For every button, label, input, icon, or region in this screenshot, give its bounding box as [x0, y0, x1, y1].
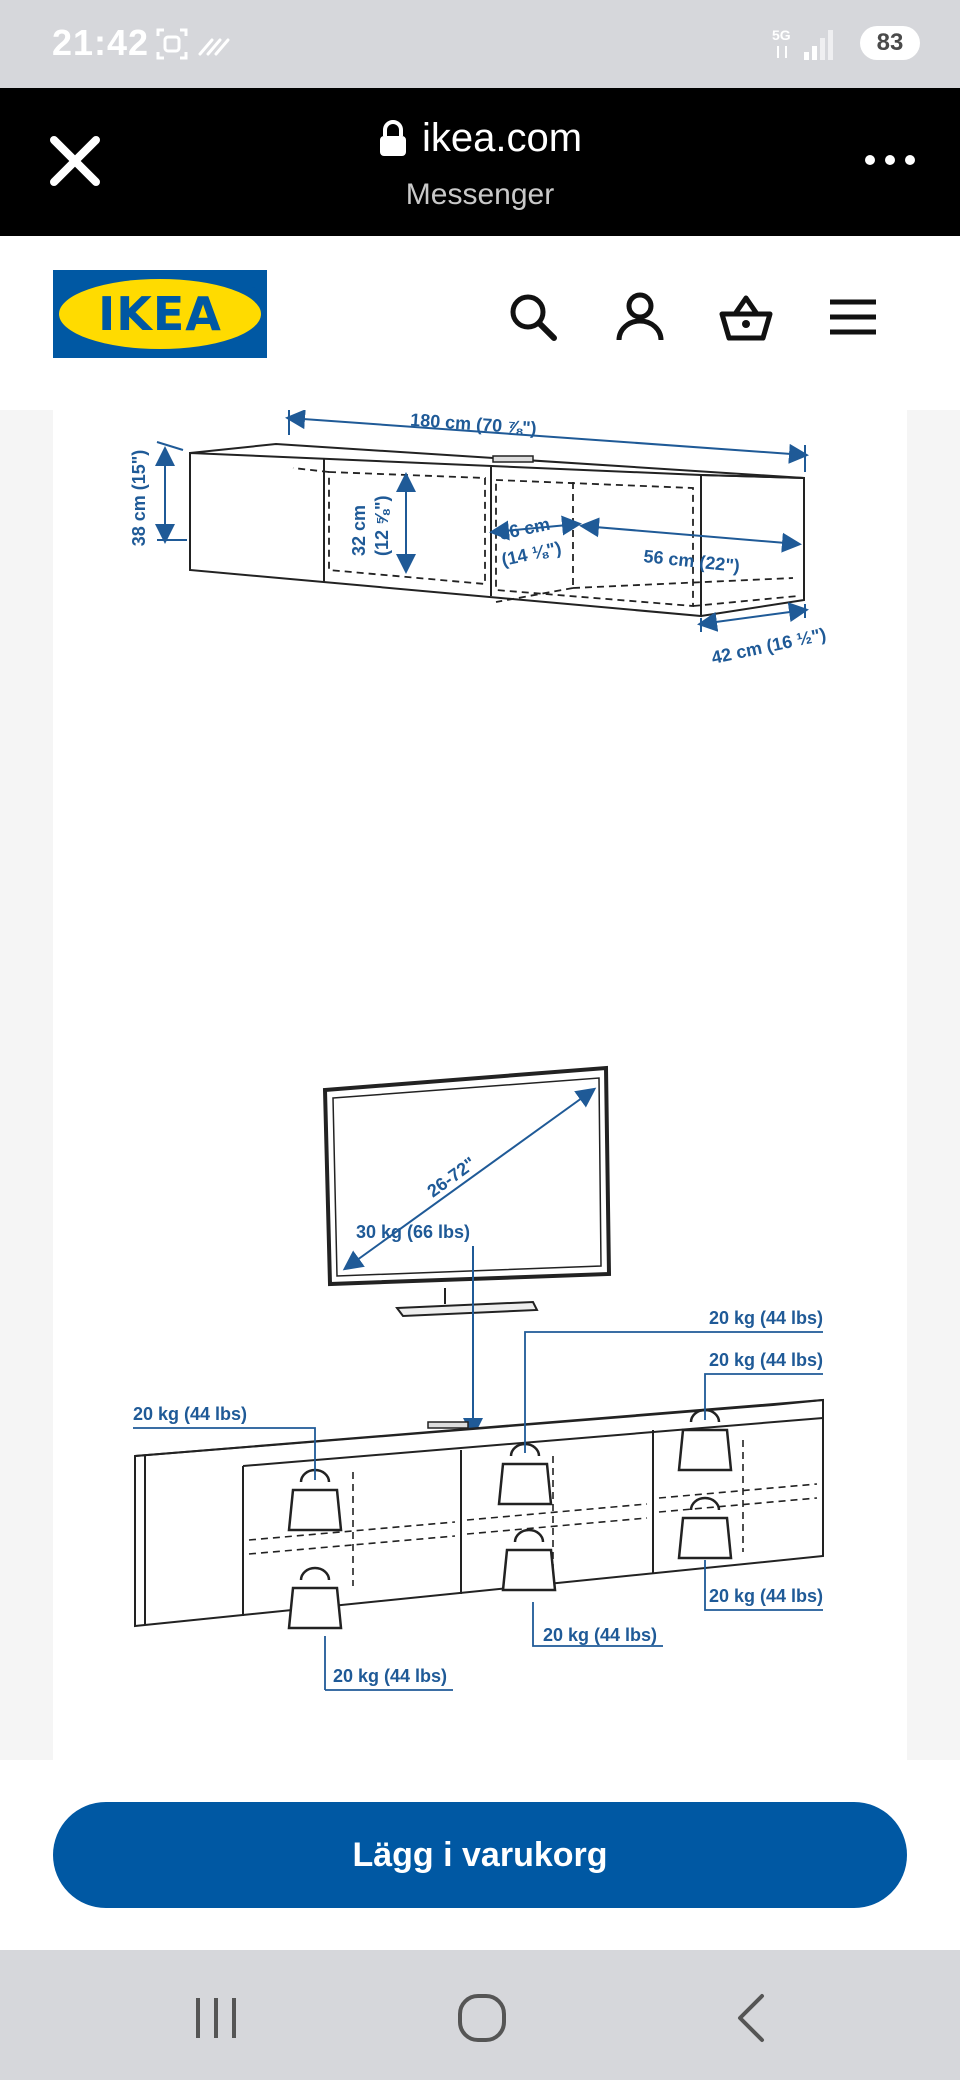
- status-bar: 21:42 5G 83: [0, 0, 960, 88]
- close-icon[interactable]: [48, 134, 102, 188]
- basket-icon[interactable]: [719, 290, 773, 344]
- load-callout-lines: [133, 1331, 823, 1691]
- network-type-label: 5G: [772, 27, 791, 43]
- url-text: ikea.com: [421, 116, 583, 160]
- load-label-left-top: 20 kg (44 lbs): [133, 1404, 247, 1424]
- load-label-right-top: 20 kg (44 lbs): [709, 1350, 823, 1370]
- load-label-right-bottom: 20 kg (44 lbs): [709, 1586, 823, 1606]
- home-icon[interactable]: [452, 1990, 512, 2046]
- weight-icon: [287, 1468, 343, 1532]
- weight-icon: [677, 1496, 733, 1560]
- browser-toolbar: ikea.com Messenger: [0, 88, 960, 236]
- inner-height-cm-label: 32 cm: [349, 505, 369, 556]
- back-icon[interactable]: [722, 1990, 782, 2046]
- tv-weight-label: 30 kg (66 lbs): [356, 1222, 470, 1242]
- registered-mark: ®: [249, 286, 257, 297]
- account-icon[interactable]: [613, 290, 667, 344]
- weight-icon: [497, 1442, 553, 1506]
- status-time: 21:42: [52, 22, 150, 63]
- height-label: 38 cm (15"): [129, 450, 149, 547]
- interior-dashed-lines: [292, 467, 799, 607]
- url-bar[interactable]: ikea.com: [0, 116, 960, 163]
- browser-subtitle: Messenger: [405, 178, 555, 211]
- logo-ellipse: [59, 279, 261, 349]
- tv-bench-dimensions: [189, 442, 805, 618]
- search-icon[interactable]: [506, 290, 560, 344]
- load-label-left-bottom: 20 kg (44 lbs): [333, 1666, 447, 1686]
- dimension-lines: [155, 410, 809, 632]
- link-icon: [198, 38, 230, 56]
- system-navigation-bar: [0, 1950, 960, 2080]
- add-to-cart-button[interactable]: Lägg i varukorg: [53, 1802, 907, 1908]
- screenshot-icon: [156, 28, 188, 60]
- logo-text: IKEA: [98, 287, 222, 341]
- width-label: 180 cm (70 ⅞"): [410, 410, 538, 438]
- product-image[interactable]: 180 cm (70 ⅞") 38 cm (15") 32 cm (12 ⅝")…: [53, 410, 907, 1760]
- measurement-diagram: 180 cm (70 ⅞") 38 cm (15") 32 cm (12 ⅝")…: [129, 410, 828, 1691]
- load-label-middle-top: 20 kg (44 lbs): [709, 1308, 823, 1328]
- load-label-middle-bottom: 20 kg (44 lbs): [543, 1625, 657, 1645]
- menu-icon[interactable]: [826, 290, 880, 344]
- more-options-icon[interactable]: [862, 150, 918, 170]
- tv-illustration: [322, 1065, 612, 1318]
- load-interior-dashed: [248, 1440, 818, 1586]
- site-header: IKEA ®: [0, 236, 960, 410]
- tv-size-dimension-line: [342, 1087, 597, 1271]
- recent-apps-icon[interactable]: [186, 1990, 246, 2046]
- battery-indicator: 83: [860, 26, 920, 60]
- ikea-logo[interactable]: IKEA ®: [53, 270, 267, 358]
- lock-icon: [379, 119, 406, 156]
- weight-icons: [287, 1408, 733, 1630]
- inner-height-in-label: (12 ⅝"): [372, 495, 392, 556]
- status-icons-right: 5G: [770, 24, 840, 69]
- weight-icon: [501, 1528, 557, 1592]
- status-icons-left: [156, 26, 232, 67]
- data-arrows-icon: [777, 46, 787, 58]
- depth-label: 42 cm (16 ½"): [710, 624, 828, 668]
- signal-icon: [804, 30, 833, 60]
- weight-icon: [287, 1566, 343, 1630]
